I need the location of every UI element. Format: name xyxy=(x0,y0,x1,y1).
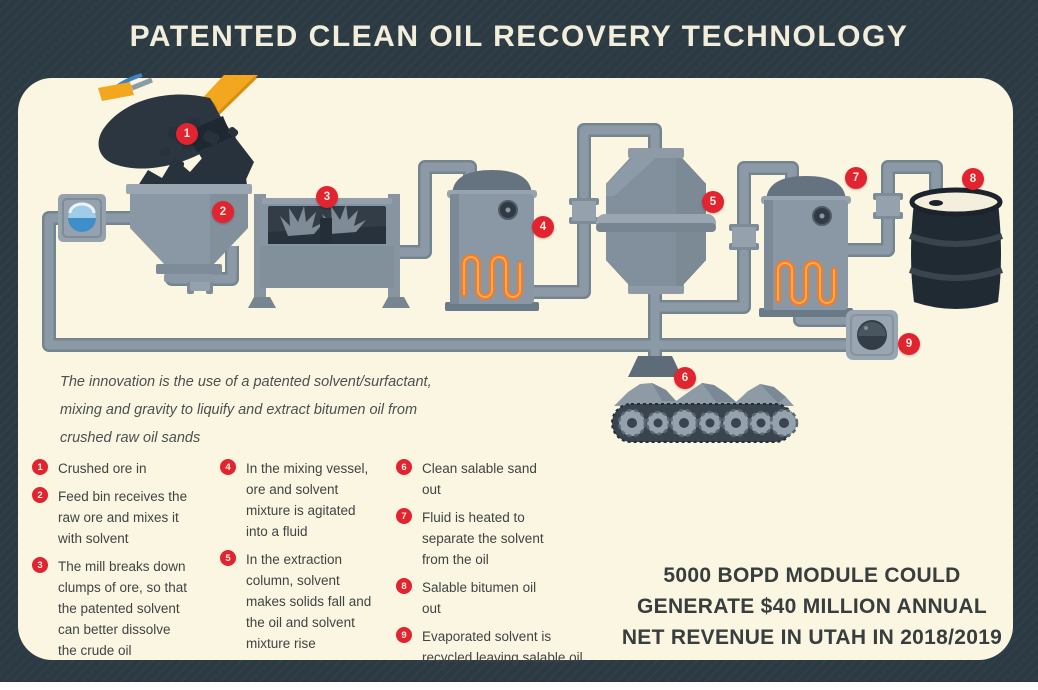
step-text: Crushed ore in xyxy=(58,461,147,476)
legend-step: 3 The mill breaks down clumps of ore, so … xyxy=(32,556,222,661)
legend-step: 8 Salable bitumen oil out xyxy=(396,577,636,619)
diagram-badge-2: 2 xyxy=(212,201,234,223)
step-text: Evaporated solvent is recycled leaving s… xyxy=(422,629,583,665)
step-text: In the mixing vessel, ore and solvent mi… xyxy=(246,461,369,539)
legend-step: 1 Crushed ore in xyxy=(32,458,222,479)
step-number-badge: 8 xyxy=(396,578,412,594)
step-number-badge: 1 xyxy=(32,459,48,475)
step-text: Feed bin receives the raw ore and mixes … xyxy=(58,489,188,546)
step-number-badge: 7 xyxy=(396,508,412,524)
diagram-badge-7: 7 xyxy=(845,167,867,189)
step-text: Clean salable sand out xyxy=(422,461,537,497)
revenue-statement: 5000 BOPD MODULE COULD GENERATE $40 MILL… xyxy=(621,564,1003,649)
diagram-badge-8: 8 xyxy=(962,168,984,190)
page-title: PATENTED CLEAN OIL RECOVERY TECHNOLOGY xyxy=(129,20,909,53)
diagram-badge-5: 5 xyxy=(702,191,724,213)
step-number-badge: 4 xyxy=(220,459,236,475)
step-number-badge: 2 xyxy=(32,487,48,503)
step-text: Salable bitumen oil out xyxy=(422,580,537,616)
legend-step: 5 In the extraction column, solvent makes… xyxy=(220,549,400,654)
step-number-badge: 9 xyxy=(396,627,412,643)
legend-step: 9 Evaporated solvent is recycled leaving … xyxy=(396,626,636,668)
step-text: In the extraction column, solvent makes … xyxy=(246,552,372,651)
diagram-badge-4: 4 xyxy=(532,216,554,238)
step-number-badge: 5 xyxy=(220,550,236,566)
step-text: Fluid is heated to separate the solvent … xyxy=(422,510,544,567)
legend-step: 7 Fluid is heated to separate the solvent… xyxy=(396,507,636,570)
legend-step: 6 Clean salable sand out xyxy=(396,458,636,500)
legend-column-2: 4 In the mixing vessel, ore and solvent m… xyxy=(220,458,400,654)
diagram-badge-6: 6 xyxy=(674,367,696,389)
legend-step: 2 Feed bin receives the raw ore and mixes… xyxy=(32,486,222,549)
diagram-badge-9: 9 xyxy=(898,333,920,355)
bottom-margin-strip xyxy=(0,682,1038,690)
diagram-badge-1: 1 xyxy=(176,123,198,145)
step-number-badge: 6 xyxy=(396,459,412,475)
legend-column-1: 1 Crushed ore in 2 Feed bin receives the ra… xyxy=(32,458,222,661)
step-text: The mill breaks down clumps of ore, so t… xyxy=(58,559,188,658)
step-number-badge: 3 xyxy=(32,557,48,573)
legend-column-3: 6 Clean salable sand out 7 Fluid is heated … xyxy=(396,458,636,668)
innovation-description: The innovation is the use of a patented … xyxy=(60,374,432,446)
diagram-badge-3: 3 xyxy=(316,186,338,208)
legend-step: 4 In the mixing vessel, ore and solvent m… xyxy=(220,458,400,542)
